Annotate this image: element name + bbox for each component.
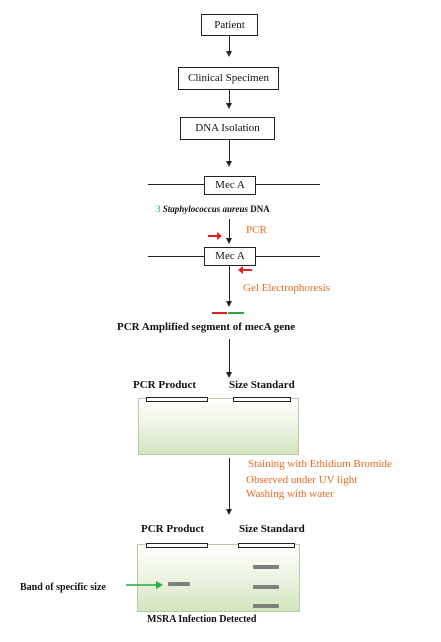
arrow-7 — [226, 509, 232, 515]
clinical-specimen-box: Clinical Specimen — [178, 67, 279, 90]
connector-2 — [229, 90, 230, 104]
gel-1 — [138, 398, 299, 455]
standard-band-1 — [253, 565, 279, 569]
gel1-product-label: PCR Product — [133, 379, 197, 391]
amplified-segment-mark — [212, 312, 244, 314]
connector-5 — [229, 266, 230, 302]
gel-electrophoresis-label: Gel Electrophoresis — [243, 282, 331, 294]
arrow-2 — [226, 103, 232, 109]
arrow-1 — [226, 51, 232, 57]
staining-label: Staining with Ethidium Bromide — [248, 458, 392, 470]
dna-label-suffix: DNA — [250, 204, 270, 214]
meca-box-2: Mec A — [204, 247, 256, 266]
observed-label: Observed under UV light — [246, 474, 358, 486]
gel1-product-well — [146, 397, 208, 402]
dna-label: 3 Staphylococcus aureus DNA — [156, 204, 270, 214]
dna-isolation-box: DNA Isolation — [180, 117, 275, 140]
dna-label-prefix: 3 — [156, 204, 161, 214]
band-label: Band of specific size — [20, 582, 106, 593]
gel2-standard-well — [238, 543, 295, 548]
meca-box-1: Mec A — [204, 176, 256, 195]
connector-1 — [229, 36, 230, 52]
connector-6 — [229, 339, 230, 373]
gel2-product-label: PCR Product — [141, 523, 205, 535]
amplified-segment-label: PCR Amplified segment of mecA gene — [117, 321, 296, 333]
arrow-4 — [226, 238, 232, 244]
pcr-label: PCR — [246, 224, 267, 236]
band-pointer-arrow — [126, 581, 163, 589]
arrow-5 — [226, 301, 232, 307]
product-band — [168, 582, 190, 586]
gel1-standard-well — [233, 397, 291, 402]
gel2-standard-label: Size Standard — [239, 523, 305, 535]
primer-arrow-reverse — [238, 266, 252, 274]
dna-label-organism: Staphylococcus aureus — [162, 204, 249, 214]
connector-4 — [229, 219, 230, 239]
arrow-6 — [226, 372, 232, 378]
patient-box: Patient — [201, 14, 258, 36]
washing-label: Washing with water — [246, 488, 334, 500]
standard-band-2 — [253, 585, 279, 589]
arrow-3 — [226, 161, 232, 167]
standard-band-3 — [253, 604, 279, 608]
gel1-standard-label: Size Standard — [229, 379, 295, 391]
gel2-product-well — [146, 543, 208, 548]
result-label: MSRA Infection Detected — [147, 614, 257, 625]
connector-3 — [229, 140, 230, 162]
primer-arrow-forward — [208, 232, 222, 240]
gel-2 — [137, 544, 300, 612]
connector-7 — [229, 458, 230, 510]
